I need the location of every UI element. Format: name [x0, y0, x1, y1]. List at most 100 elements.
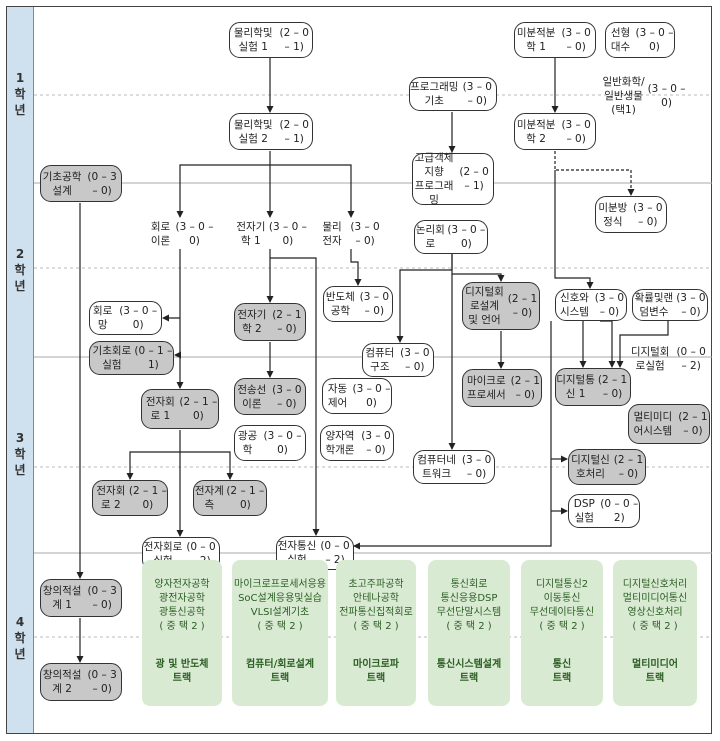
course-credit: (0 – 3 – 0) [87, 585, 117, 611]
course-credit: (0 – 3 – 0) [87, 669, 117, 695]
course-dsp: 디지털신호처리 (2 – 1 – 0) [568, 449, 646, 485]
course-name: 미분방정식 [598, 201, 628, 228]
course-credit: (0 – 1 – 1) [134, 345, 173, 371]
course-credit: (3 – 0 – 0) [647, 83, 686, 109]
course-credit: (2 – 1 – 0) [128, 485, 167, 511]
course-quantum-intro: 양자역학개론 (3 – 0 – 0) [320, 425, 394, 461]
course-credit: (2 – 0 – 1) [459, 166, 489, 192]
track-courses: 통신회로 통신응용DSP 무선단말시스템 ( 중 택 2 ) [436, 579, 502, 632]
course-signals-systems: 신호와시스템 (3 – 0 – 0) [555, 289, 627, 321]
track-courses: 양자전자공학 광전자공학 광통신공학 ( 중 택 2 ) [154, 579, 210, 632]
arrow-em1-commlab [270, 257, 320, 536]
track-courses: 디지털통신2 이동통신 무선데이타통신 ( 중 택 2 ) [529, 579, 595, 632]
course-credit: (3 – 0 – 0) [633, 201, 663, 228]
course-name: 디지털통신 1 [556, 374, 595, 400]
course-credit: (3 – 0 – 0) [635, 27, 674, 53]
course-credit: (3 – 0 – 0) [359, 291, 390, 317]
course-name: 전자기학 1 [236, 221, 266, 247]
track-comm-system-design: 통신회로 통신응용DSP 무선단말시스템 ( 중 택 2 ) 통신시스템설계 트… [428, 560, 510, 706]
course-creative-design2: 창의적설계 2 (0 – 3 – 0) [40, 663, 122, 701]
course-name: 창의적설계 2 [42, 669, 82, 695]
track-name: 광 및 반도체 트랙 [155, 659, 209, 684]
course-credit: (0 – 0 – 2) [676, 346, 706, 372]
course-optics: 광공학 (3 – 0 – 0) [234, 425, 306, 461]
course-name: 선형대수 [610, 27, 631, 53]
arrow-signals-commlab [353, 321, 552, 550]
course-programming-basics: 프로그래밍기초 (3 – 0 – 0) [409, 77, 497, 111]
course-name: 확률및랜덤변수 [634, 292, 674, 318]
course-gen-chem-bio: 일반화학/ 일반생물(택1) (3 – 0 – 0) [600, 72, 686, 120]
course-linear-algebra: 선형대수 (3 – 0 – 0) [605, 22, 675, 58]
course-credit: (3 – 0 – 0) [361, 430, 391, 456]
course-calculus2: 미분적분학 2 (3 – 0 – 0) [514, 113, 596, 150]
course-calculus1: 미분적분학 1 (3 – 0 – 0) [514, 22, 596, 58]
course-digital-circuit-lab: 디지털회로실험 (0 – 0 – 2) [627, 342, 709, 376]
course-name: 회로망 [93, 305, 113, 331]
course-computer-arch: 컴퓨터구조 (3 – 0 – 0) [362, 343, 434, 377]
course-name: 물리학및실험 2 [233, 118, 273, 145]
course-credit: (2 – 1 – 0) [613, 454, 644, 480]
course-name: 자동제어 [327, 383, 348, 409]
arrow-physelec-semi [350, 249, 362, 286]
track-optics-semiconductor: 양자전자공학 광전자공학 광통신공학 ( 중 택 2 ) 광 및 반도체 트랙 [142, 560, 222, 706]
course-name: 창의적설계 1 [42, 585, 82, 611]
course-electronic-measure: 전자계측 (2 – 1 – 0) [193, 480, 267, 516]
arrow-calc2-diffeq [554, 151, 635, 196]
course-name: 프로그래밍기초 [410, 81, 459, 107]
course-name: 미분적분학 1 [516, 27, 556, 53]
arrow-prob-comm1 [616, 321, 669, 368]
course-credit: (3 – 0 – 0) [400, 347, 430, 373]
course-name: 전자계측 [194, 485, 224, 511]
course-physical-electronics: 물리전자 (3 – 0 – 0) [318, 218, 384, 250]
course-auto-control: 자동제어 (3 – 0 – 0) [322, 378, 392, 414]
course-multimedia-sys: 멀티미디어시스템 (2 – 1 – 0) [628, 404, 710, 444]
course-credit: (3 – 0 – 0) [447, 224, 486, 250]
arrow-signals-comm1b [600, 320, 616, 368]
course-name: 컴퓨터구조 [365, 347, 395, 373]
course-credit: (2 – 0 – 1) [279, 118, 309, 145]
course-name: 광공학 [237, 430, 258, 456]
track-multimedia: 디지털신호처리 멀티미디어통신 영상신호처리 ( 중 택 2 ) 멀티미디어 트… [613, 560, 697, 706]
course-name: 물리학및실험 1 [233, 27, 273, 53]
course-credit: (3 – 0 – 0) [462, 81, 492, 107]
course-oop: 고급객체지향 프로그래밍 (2 – 0 – 1) [412, 152, 494, 206]
course-creative-design1: 창의적설계 1 (0 – 3 – 0) [40, 579, 122, 617]
course-credit: (3 – 0 – 0) [272, 383, 302, 410]
course-credit: (2 – 1 – 0) [272, 309, 302, 335]
course-electronic-circuit2: 전자회로 2 (2 – 1 – 0) [92, 480, 168, 516]
course-credit: (3 – 0 – 0) [676, 292, 706, 318]
course-prob-random: 확률및랜덤변수 (3 – 0 – 0) [632, 289, 708, 321]
course-transmission-line: 전송선이론 (3 – 0 – 0) [234, 378, 306, 415]
course-name: 디지털신호처리 [571, 454, 610, 480]
course-semiconductor: 반도체공학 (3 – 0 – 0) [323, 286, 393, 322]
track-communication: 디지털통신2 이동통신 무선데이타통신 ( 중 택 2 ) 통신 트랙 [521, 560, 603, 706]
arrow-logic-arch [396, 249, 453, 343]
course-name: 신호와시스템 [559, 292, 589, 318]
course-microprocessor: 마이크로프로세서 (2 – 1 – 0) [462, 369, 542, 407]
course-circuit-theory: 회로이론 (3 – 0 – 0) [146, 218, 214, 250]
arrow-physics2-physelec [270, 164, 355, 218]
course-name: 멀티미디어시스템 [633, 411, 673, 437]
year-bar [7, 7, 34, 733]
course-digital-comm1: 디지털통신 1 (2 – 1 – 0) [555, 368, 631, 406]
course-name: 미분적분학 2 [516, 118, 556, 145]
arrow-physics2-circuit [176, 151, 271, 218]
track-name: 통신시스템설계 트랙 [436, 659, 502, 684]
course-name: 논리회로 [415, 224, 445, 250]
course-dsp-lab: DSP실험 (0 – 0 – 2) [568, 494, 640, 528]
arrow-calc2-signals [554, 170, 594, 289]
track-name: 마이크로파 트랙 [353, 659, 399, 684]
course-name: 디지털회로실험 [630, 346, 670, 372]
course-name: 기초회로실험 [92, 345, 132, 371]
course-electromag1: 전자기학 1 (3 – 0 – 0) [233, 218, 307, 250]
course-credit: (3 – 0 – 0) [594, 292, 625, 318]
arrow-ec1-ec2 [126, 451, 180, 480]
course-credit: (2 – 1 – 0) [179, 396, 218, 422]
course-name: 반도체공학 [325, 291, 355, 317]
course-credit: (3 – 0 – 0) [352, 383, 391, 409]
course-credit: (2 – 0 – 1) [279, 27, 309, 53]
course-credit: (0 – 3 – 0) [87, 170, 117, 197]
track-courses: 마이크로프로세서응용 SoC설계응용및실습 VLSI설계기초 ( 중 택 2 ) [234, 579, 326, 632]
year-label-2: 2 학 년 [14, 247, 26, 293]
